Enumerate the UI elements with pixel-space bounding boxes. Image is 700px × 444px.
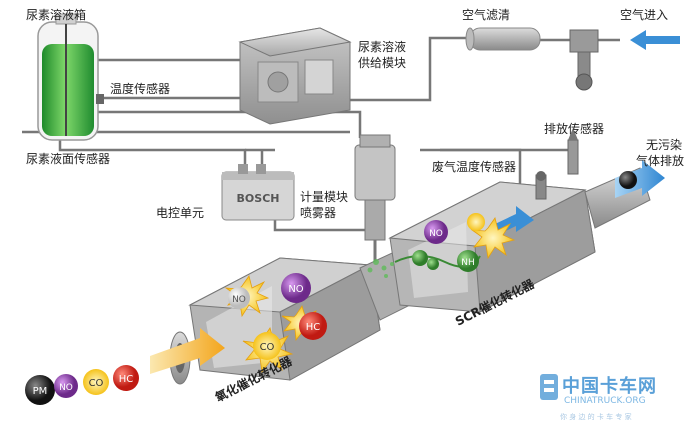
molecules: [25, 171, 637, 405]
supply-module-label-2: 供给模块: [358, 56, 407, 70]
metering-label-2: 喷雾器: [300, 206, 337, 220]
pm-label: PM: [33, 386, 48, 397]
temp-sensor-label: 温度传感器: [110, 82, 171, 96]
watermark-brand: 中国卡车网: [562, 376, 657, 397]
air-inlet-arrow: [630, 30, 680, 50]
ecu-label: 电控单元: [156, 206, 205, 220]
hc-label-2: HC: [306, 322, 321, 333]
urea-tank: [37, 13, 104, 141]
clean-exhaust-label-1: 无污染: [646, 138, 683, 152]
clean-exhaust-label-2: 气体排放: [636, 154, 685, 168]
co-molecule-2: [253, 332, 281, 360]
co-molecule-1: [83, 369, 109, 395]
supply-module: [238, 27, 352, 125]
supply-module-label-1: 尿素溶液: [358, 40, 407, 54]
hc-molecule-1: [113, 365, 139, 391]
hc-label-1: HC: [119, 374, 134, 385]
watermark-logo-icon: [540, 374, 558, 400]
air-filter-label: 空气滤清: [462, 8, 511, 22]
hc-molecule-2: [299, 312, 327, 340]
scr-burst-molecule: [467, 213, 485, 231]
nh3-label: NH: [461, 258, 475, 268]
urea-tank-label: 尿素溶液箱: [26, 8, 87, 22]
air-filter: [465, 27, 541, 51]
nh3-molecule: [457, 250, 479, 272]
watermark-domain: CHINATRUCK.ORG: [564, 396, 646, 406]
co-label-2: CO: [260, 342, 275, 353]
emission-sensor-label: 排放传感器: [544, 122, 605, 136]
exhaust-temp-sensor: [535, 171, 547, 200]
no-label-1: NO: [59, 383, 73, 393]
air-valve: [569, 29, 599, 91]
no-label-2: NO: [232, 295, 246, 305]
metering-label-1: 计量模块: [300, 190, 349, 204]
emission-sensor: [567, 128, 579, 175]
watermark-slogan: 你 身 边 的 卡 车 专 家: [560, 413, 632, 421]
no-molecule-3: [281, 273, 311, 303]
urea-spray: [367, 259, 394, 278]
exhaust-flow-arrow-in: [150, 328, 225, 374]
no-label-3: NO: [288, 284, 303, 295]
no-molecule-1: [54, 374, 78, 398]
co-label-1: CO: [89, 378, 104, 389]
ecu-brand-text: BOSCH: [237, 192, 280, 205]
no2-label: NO: [429, 229, 443, 239]
exhaust-temp-sensor-label: 废气温度传感器: [432, 160, 517, 174]
molecule-labels: PM NO CO HC NO NO CO HC NO NH: [33, 229, 475, 397]
ecu-unit: [221, 164, 295, 221]
level-sensor-label: 尿素液面传感器: [26, 152, 111, 166]
air-inlet-label: 空气进入: [620, 8, 669, 22]
metering-module: [354, 134, 396, 262]
no-molecule-2: [228, 287, 250, 309]
no2-molecule: [424, 220, 448, 244]
n2-molecule: [619, 171, 637, 189]
pm-molecule: [25, 375, 55, 405]
